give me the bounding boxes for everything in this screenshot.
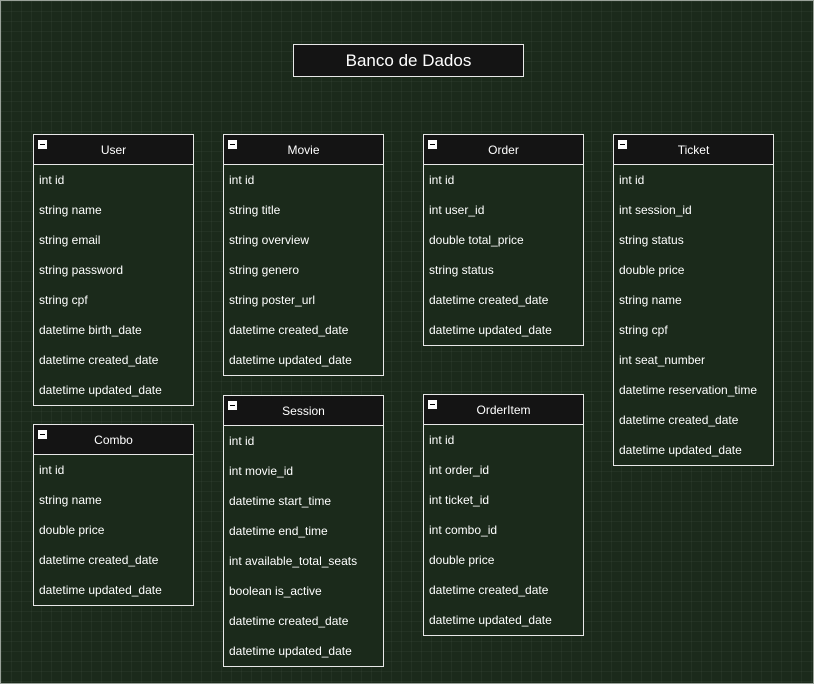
entity-field[interactable]: int order_id (429, 463, 490, 477)
collapse-icon[interactable] (428, 140, 437, 149)
entity-field[interactable]: datetime created_date (429, 293, 549, 307)
entity-field[interactable]: datetime updated_date (429, 613, 552, 627)
entity-name: Movie (287, 142, 320, 157)
entity-name: User (100, 142, 127, 157)
entity-field[interactable]: datetime updated_date (39, 583, 162, 597)
entity-field[interactable]: string status (429, 263, 494, 277)
diagram-title[interactable]: Banco de Dados (293, 44, 524, 77)
entity-field[interactable]: datetime created_date (39, 553, 159, 567)
entity-field[interactable]: int id (229, 434, 255, 448)
entity-field[interactable]: datetime updated_date (39, 383, 162, 397)
entity-field[interactable]: double price (619, 263, 685, 277)
entity-field[interactable]: datetime reservation_time (619, 383, 758, 397)
entity-field[interactable]: int ticket_id (429, 493, 490, 507)
entity-field[interactable]: int session_id (619, 203, 692, 217)
collapse-icon[interactable] (428, 400, 437, 409)
entity-field[interactable]: string overview (229, 233, 310, 247)
entity-field[interactable]: string name (39, 493, 102, 507)
entity-field[interactable]: string poster_url (229, 293, 316, 307)
entity-field[interactable]: datetime updated_date (229, 644, 352, 658)
entity-field[interactable]: datetime updated_date (429, 323, 552, 337)
entity-header[interactable]: Order (424, 135, 583, 165)
entity-field[interactable]: string name (619, 293, 682, 307)
entity-movie[interactable]: Movie int id string title string overview st… (223, 134, 384, 376)
entity-field[interactable]: int id (39, 463, 65, 477)
entity-header[interactable]: Movie (224, 135, 383, 165)
entity-field[interactable]: string cpf (619, 323, 668, 337)
entity-field[interactable]: datetime created_date (229, 614, 349, 628)
collapse-icon[interactable] (38, 430, 47, 439)
entity-header[interactable]: Session (224, 396, 383, 426)
entity-name: Combo (94, 432, 133, 447)
entity-field[interactable]: string name (39, 203, 102, 217)
entity-session[interactable]: Session int id int movie_id datetime start_… (223, 395, 384, 667)
entity-field[interactable]: int id (619, 173, 645, 187)
entity-field[interactable]: string genero (229, 263, 300, 277)
entity-field[interactable]: datetime updated_date (619, 443, 742, 457)
entity-name: OrderItem (476, 402, 531, 417)
entity-field[interactable]: int user_id (429, 203, 485, 217)
entity-field[interactable]: string status (619, 233, 684, 247)
entity-header[interactable]: Ticket (614, 135, 773, 165)
entity-field[interactable]: double price (429, 553, 495, 567)
entity-field[interactable]: datetime start_time (229, 494, 332, 508)
entity-header[interactable]: User (34, 135, 193, 165)
entity-field[interactable]: int id (39, 173, 65, 187)
collapse-icon[interactable] (618, 140, 627, 149)
entity-field[interactable]: string title (229, 203, 281, 217)
entity-field[interactable]: string password (39, 263, 124, 277)
entity-field[interactable]: string cpf (39, 293, 88, 307)
diagram-title-label: Banco de Dados (345, 50, 472, 70)
entity-field[interactable]: datetime created_date (229, 323, 349, 337)
entity-field[interactable]: int id (429, 433, 455, 447)
entity-header[interactable]: OrderItem (424, 395, 583, 425)
collapse-icon[interactable] (228, 401, 237, 410)
entity-field[interactable]: int id (429, 173, 455, 187)
entity-field[interactable]: int seat_number (619, 353, 706, 367)
collapse-icon[interactable] (38, 140, 47, 149)
entity-field[interactable]: datetime birth_date (39, 323, 142, 337)
entity-field[interactable]: datetime created_date (39, 353, 159, 367)
entity-field[interactable]: int combo_id (429, 523, 498, 537)
entity-field[interactable]: boolean is_active (229, 584, 322, 598)
entity-field[interactable]: string email (39, 233, 101, 247)
entity-field[interactable]: int available_total_seats (229, 554, 358, 568)
entity-combo[interactable]: Combo int id string name double price dateti… (33, 424, 194, 606)
entity-field[interactable]: int movie_id (229, 464, 294, 478)
entity-name: Order (488, 142, 519, 157)
entity-field[interactable]: datetime created_date (429, 583, 549, 597)
entity-field[interactable]: datetime updated_date (229, 353, 352, 367)
entity-field[interactable]: double price (39, 523, 105, 537)
entity-header[interactable]: Combo (34, 425, 193, 455)
collapse-icon[interactable] (228, 140, 237, 149)
entity-name: Session (282, 403, 325, 418)
entity-field[interactable]: double total_price (429, 233, 524, 247)
entity-field[interactable]: datetime created_date (619, 413, 739, 427)
entity-field[interactable]: datetime end_time (229, 524, 328, 538)
entity-field[interactable]: int id (229, 173, 255, 187)
entity-user[interactable]: User int id string name string email string … (33, 134, 194, 406)
entity-name: Ticket (677, 142, 710, 157)
